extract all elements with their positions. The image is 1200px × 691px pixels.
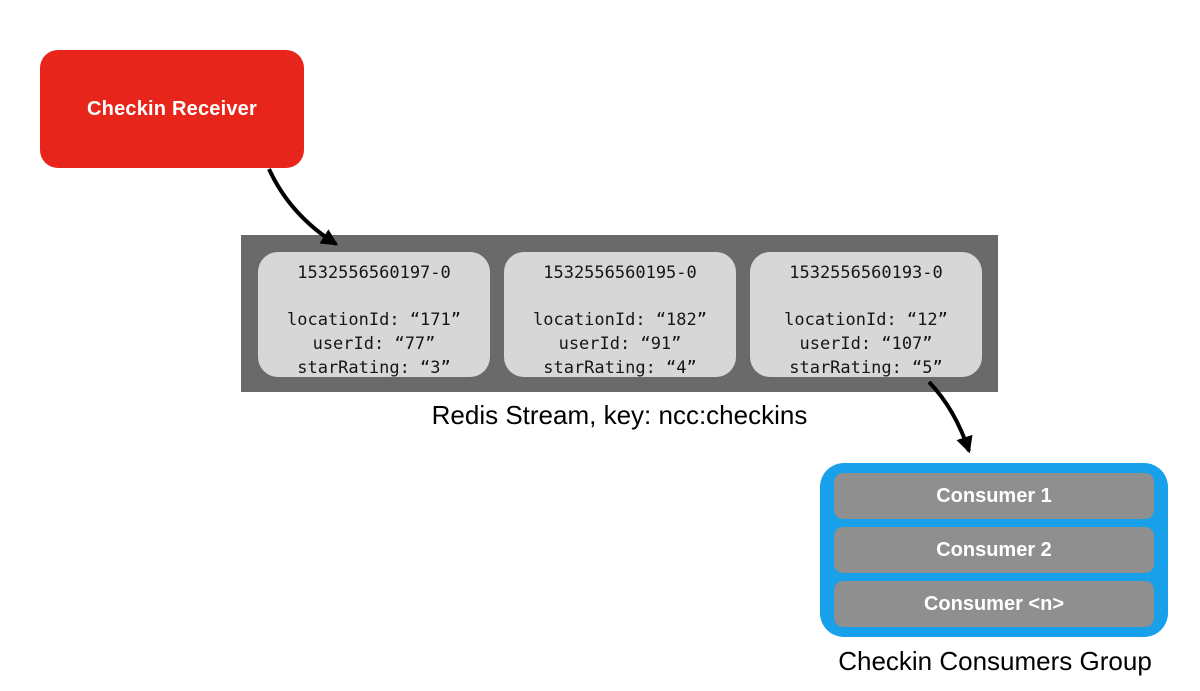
stream-entry-fields: locationId: “12” userId: “107” starRatin… (750, 308, 982, 380)
entry-field-userId: userId: “91” (558, 334, 682, 354)
consumer-n-label: Consumer <n> (923, 592, 1065, 615)
stream-caption: Redis Stream, key: ncc:checkins (431, 400, 808, 430)
checkin-receiver-node: Checkin Receiver (40, 50, 304, 168)
stream-entry: 1532556560193-0 locationId: “12” userId:… (750, 252, 982, 380)
arrow-receiver-to-stream (267, 168, 339, 246)
checkin-receiver-label: Checkin Receiver (87, 97, 257, 120)
stream-entry: 1532556560197-0 locationId: “171” userId… (258, 252, 490, 380)
stream-entry-fields: locationId: “182” userId: “91” starRatin… (504, 308, 736, 380)
redis-stream-container: 1532556560197-0 locationId: “171” userId… (241, 235, 998, 392)
consumers-caption: Checkin Consumers Group (838, 646, 1152, 676)
entry-field-locationId: locationId: “171” (287, 310, 461, 330)
consumer-1-label: Consumer 1 (936, 484, 1052, 507)
entry-field-userId: userId: “107” (799, 334, 933, 354)
entry-field-locationId: locationId: “182” (533, 310, 707, 330)
entry-field-starRating: starRating: “5” (789, 358, 943, 378)
consumer-1-node: Consumer 1 (834, 473, 1154, 519)
entry-field-userId: userId: “77” (312, 334, 436, 354)
entry-field-starRating: starRating: “4” (543, 358, 697, 378)
entry-field-locationId: locationId: “12” (784, 310, 948, 330)
consumer-2-label: Consumer 2 (936, 538, 1052, 561)
stream-entry-fields: locationId: “171” userId: “77” starRatin… (258, 308, 490, 380)
entry-field-starRating: starRating: “3” (297, 358, 451, 378)
consumers-group-container: Consumer 1 Consumer 2 Consumer <n> (820, 463, 1168, 637)
stream-entry-id: 1532556560195-0 (543, 263, 697, 283)
stream-entry-id: 1532556560197-0 (297, 263, 451, 283)
consumer-n-node: Consumer <n> (834, 581, 1154, 627)
consumer-2-node: Consumer 2 (834, 527, 1154, 573)
stream-entry-id: 1532556560193-0 (789, 263, 943, 283)
stream-entry: 1532556560195-0 locationId: “182” userId… (504, 252, 736, 380)
